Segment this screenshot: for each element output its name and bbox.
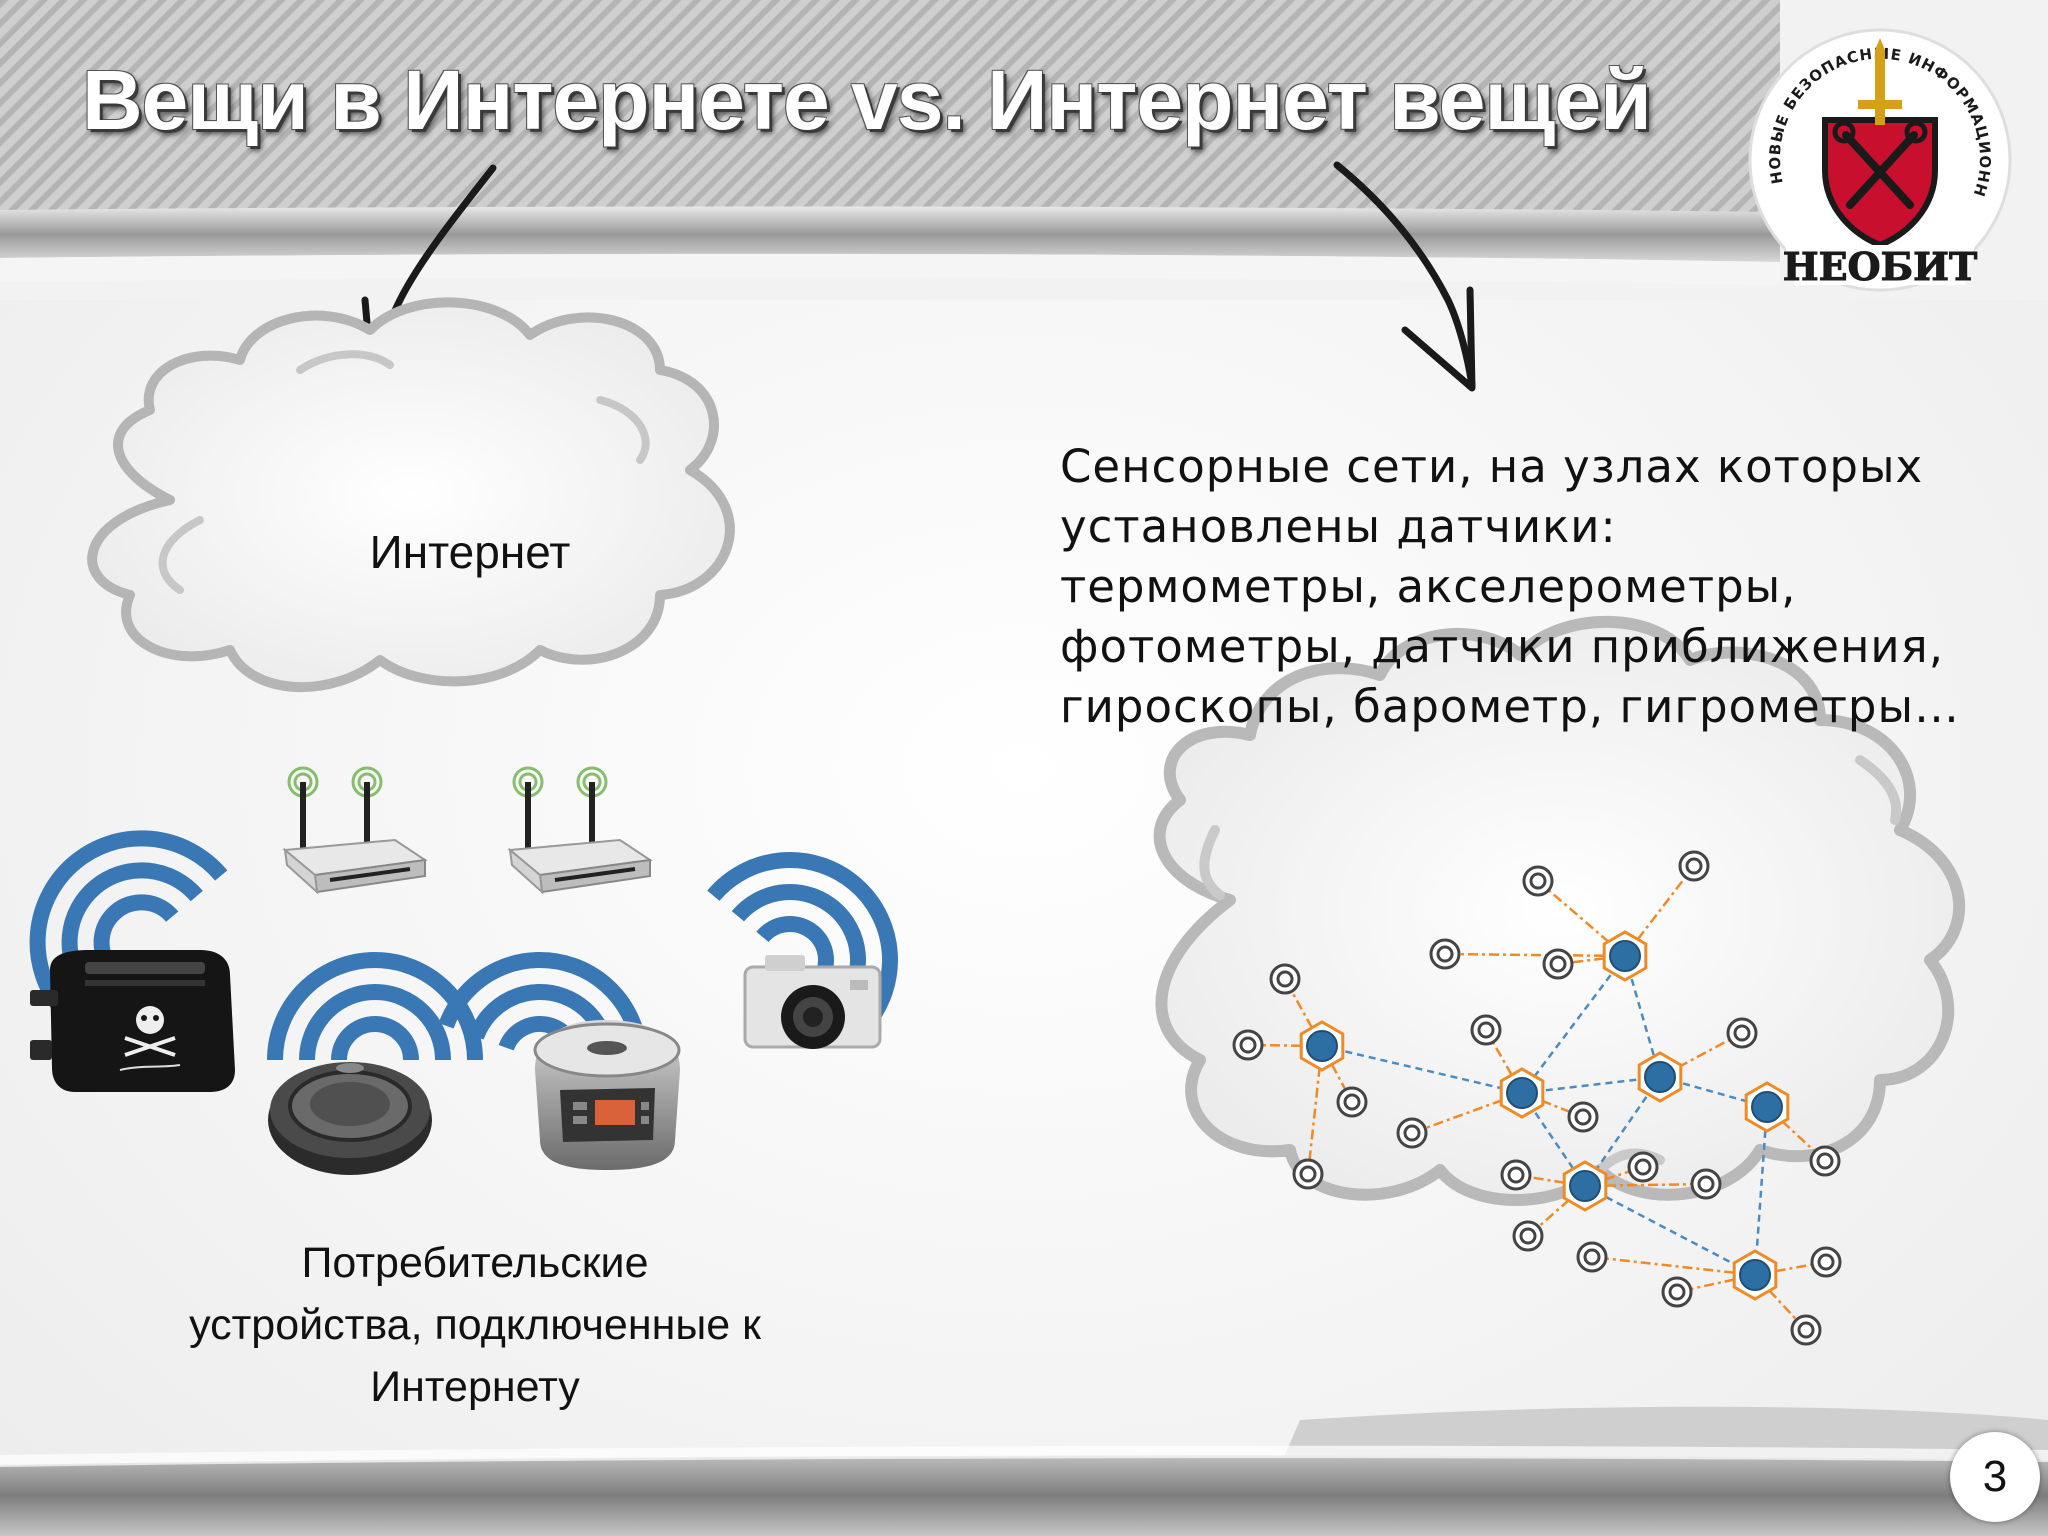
sensor-link <box>1591 1255 1756 1277</box>
router-icon <box>507 766 653 895</box>
sensor-node-icon <box>1470 1014 1502 1046</box>
sensor-node-icon <box>1232 1029 1264 1061</box>
sensor-networks-description: Сенсорные сети, на узлах которых установ… <box>1060 437 2020 737</box>
hub-node-icon <box>1499 1067 1545 1119</box>
hub-link <box>1623 955 1662 1078</box>
multicooker-icon <box>533 1020 681 1170</box>
description-line: термометры, акселерометры, <box>1060 560 1797 613</box>
sensor-node-icon <box>1292 1158 1324 1190</box>
sensor-node-icon <box>1809 1145 1841 1177</box>
description-line: фотометры, датчики приближения, <box>1060 620 1945 673</box>
caption-line: Потребительские <box>301 1239 649 1287</box>
sensor-node-icon <box>1522 865 1554 897</box>
page-number: 3 <box>1950 1432 2040 1522</box>
arrow-right-icon <box>1333 161 1476 392</box>
footer-band <box>0 1406 2048 1536</box>
sensor-node-icon <box>1336 1086 1368 1118</box>
sensor-link <box>1537 880 1626 957</box>
sensor-node-icon <box>1576 1241 1608 1273</box>
neobit-logo: НОВЫЕ БЕЗОПАСНЫЕ ИНФОРМАЦИОННЫЕ ТЕХНОЛОГ… <box>1748 28 2012 292</box>
sensor-node-icon <box>1690 1168 1722 1200</box>
sensor-node-icon <box>1396 1117 1428 1149</box>
sensor-node-icon <box>1726 1017 1758 1049</box>
sensor-link <box>1624 865 1695 957</box>
camera-icon <box>743 955 882 1049</box>
sensor-node-icon <box>1661 1276 1693 1308</box>
sensor-node-icon <box>1678 850 1710 882</box>
description-line: Сенсорные сети, на узлах которых <box>1060 440 1924 493</box>
hub-node-icon <box>1744 1081 1790 1133</box>
hub-link <box>1321 1044 1523 1095</box>
sensor-link <box>1754 1274 1807 1331</box>
hub-link <box>1584 1184 1756 1277</box>
sensor-link <box>1584 1182 1707 1188</box>
sensor-node-icon <box>1269 963 1301 995</box>
sensor-network <box>1232 850 1842 1346</box>
slide-title: Вещи в Интернете vs. Интернет вещей <box>82 53 1652 147</box>
hub-node-icon <box>1562 1160 1608 1212</box>
router-icon <box>282 766 428 895</box>
hub-node-icon <box>1299 1020 1345 1072</box>
wifi-icon <box>267 952 483 1061</box>
description-line: установлены датчики: <box>1060 500 1617 553</box>
header-band <box>0 0 2048 300</box>
sensor-link <box>1754 1260 1827 1277</box>
sensor-link <box>1484 1029 1524 1094</box>
sensor-link <box>1411 1091 1523 1135</box>
sensor-link <box>1444 952 1626 958</box>
hub-link <box>1753 1106 1769 1276</box>
hub-link <box>1521 955 1626 1094</box>
sensor-node-icon <box>1429 938 1461 970</box>
sensor-node-icon <box>1567 1101 1599 1133</box>
toaster-icon <box>30 950 235 1092</box>
hub-node-icon <box>1602 930 1648 982</box>
cloud-inner-stroke <box>158 350 650 594</box>
hub-node-icon <box>1732 1249 1778 1301</box>
hub-node-icon <box>1637 1051 1683 1103</box>
sensor-node-icon <box>1500 1159 1532 1191</box>
internet-cloud-icon <box>87 297 735 693</box>
sensor-link <box>1247 1043 1323 1048</box>
sensor-node-icon <box>1542 948 1574 980</box>
consumer-devices-caption: Потребительские устройства, подключенные… <box>110 1232 840 1418</box>
sensor-node-icon <box>1627 1151 1659 1183</box>
caption-line: Интернету <box>370 1363 580 1411</box>
sensor-node-icon <box>1790 1314 1822 1346</box>
sensor-node-icon <box>1512 1220 1544 1252</box>
internet-cloud-label: Интернет <box>369 526 571 578</box>
description-line: гироскопы, барометр, гигрометры… <box>1060 680 1961 733</box>
caption-line: устройства, подключенные к <box>189 1301 761 1349</box>
robot-vacuum-icon <box>268 1062 432 1175</box>
sensor-node-icon <box>1810 1246 1842 1278</box>
logo-name: НЕОБИТ <box>1783 244 1978 289</box>
